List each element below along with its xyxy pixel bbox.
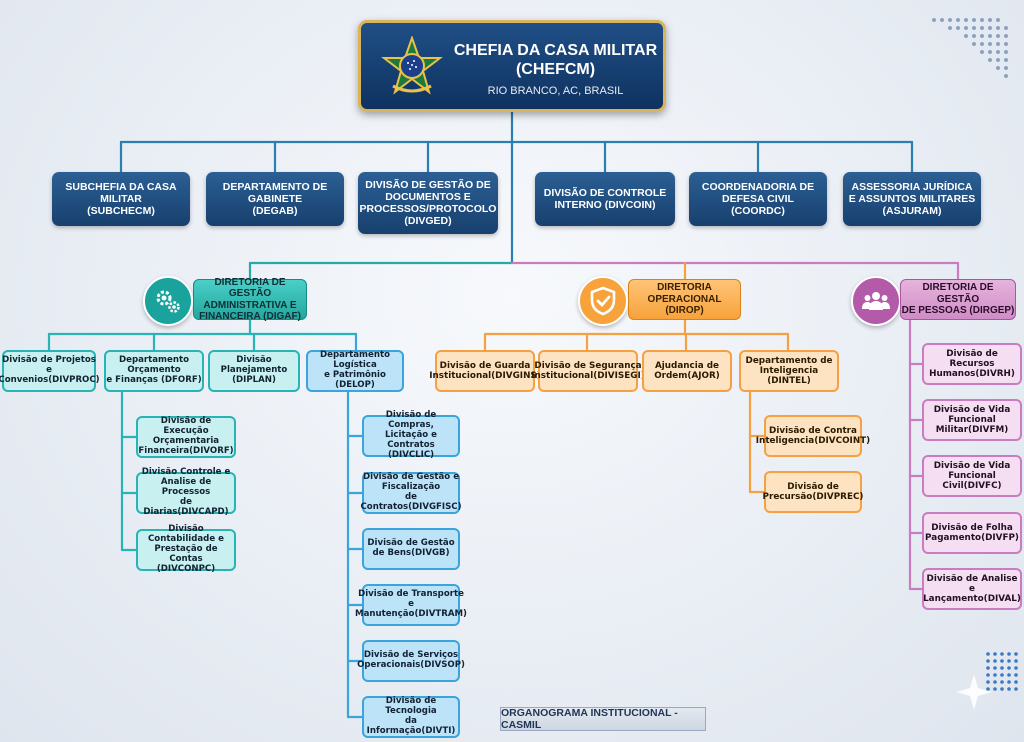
people-group-icon (851, 276, 901, 326)
box-diplan[interactable]: Divisão Planejamento (DIPLAN) (208, 350, 300, 392)
box-delop[interactable]: Departamento Logística e Patrimônio (DEL… (306, 350, 404, 392)
chefia-box[interactable]: CHEFIA DA CASA MILITAR (CHEFCM) RIO BRAN… (358, 20, 666, 112)
box-dirgep[interactable]: DIRETORIA DE GESTÃO DE PESSOAS (DIRGEP) (900, 279, 1016, 320)
box-divgins[interactable]: Divisão de Guarda Institucional(DIVGINS) (429, 350, 541, 392)
box-dforf[interactable]: Departamento Orçamento e Finanças (DFORF… (104, 350, 204, 392)
box-asjuram[interactable]: ASSESSORIA JURÍDICA E ASSUNTOS MILITARES… (843, 172, 981, 226)
box-divclic[interactable]: Divisão de Compras, Licitação e Contrato… (362, 410, 460, 460)
decorative-dots (932, 18, 1008, 78)
box-divconpc[interactable]: Divisão Contabilidade e Prestação de Con… (136, 524, 236, 574)
box-divrh[interactable]: Divisão de Recursos Humanos(DIVRH) (922, 343, 1022, 385)
box-divfp[interactable]: Divisão de Folha Pagamento(DIVFP) (922, 512, 1022, 554)
box-divtram[interactable]: Divisão de Transporte e Manutenção(DIVTR… (355, 584, 467, 626)
box-divti[interactable]: Divisão de Tecnologia da Informação(DIVT… (362, 696, 460, 738)
box-divcapd[interactable]: Divisão Controle e Analise de Processos … (136, 467, 236, 517)
box-divged[interactable]: DIVISÃO DE GESTÃO DE DOCUMENTOS E PROCES… (358, 172, 498, 234)
box-degab[interactable]: DEPARTAMENTO DE GABINETE (DEGAB) (206, 172, 344, 226)
box-divcoin[interactable]: DIVISÃO DE CONTROLE INTERNO (DIVCOIN) (535, 172, 675, 226)
brazil-coat-of-arms-icon (381, 36, 443, 95)
box-dival[interactable]: Divisão de Analise e Lançamento(DIVAL) (922, 568, 1022, 610)
gears-icon (143, 276, 193, 326)
box-divproc[interactable]: Divisão de Projetos e Convenios(DIVPROC) (0, 350, 100, 392)
box-divgfisc[interactable]: Divisão de Gestão e Fiscalização de Cont… (360, 472, 462, 514)
box-divgb[interactable]: Divisão de Gestão de Bens(DIVGB) (362, 528, 460, 570)
box-subchecm[interactable]: SUBCHEFIA DA CASA MILITAR (SUBCHECM) (52, 172, 190, 226)
box-dintel[interactable]: Departamento de Inteligencia (DINTEL) (739, 350, 839, 392)
box-divsop[interactable]: Divisão de Serviços Operacionais(DIVSOP) (357, 640, 465, 682)
shield-check-icon (578, 276, 628, 326)
sparkle-icon (956, 674, 992, 710)
box-divisegi[interactable]: Divisão de Segurança Institucional(DIVIS… (531, 350, 645, 392)
box-digaf[interactable]: DIRETORIA DE GESTÃO ADMINISTRATIVA E FIN… (193, 277, 307, 322)
decorative-dots (986, 652, 1018, 691)
box-divcoint[interactable]: Divisão de Contra Inteligencia(DIVCOINT) (756, 415, 870, 457)
box-dirop[interactable]: DIRETORIA OPERACIONAL (DIROP) (628, 279, 741, 320)
box-divfm[interactable]: Divisão de Vida Funcional Militar(DIVFM) (922, 399, 1022, 441)
box-ajor[interactable]: Ajudancia de Ordem(AJOR) (642, 350, 732, 392)
box-divorf[interactable]: Divisão de Execução Orçamentaria Finance… (136, 416, 236, 458)
chefia-title: CHEFIA DA CASA MILITAR (CHEFCM) (453, 42, 658, 79)
box-divfc[interactable]: Divisão de Vida Funcional Civil(DIVFC) (922, 455, 1022, 497)
box-coordc[interactable]: COORDENADORIA DE DEFESA CIVIL (COORDC) (689, 172, 827, 226)
chefia-location: RIO BRANCO, AC, BRASIL (487, 85, 624, 97)
box-divprec[interactable]: Divisão de Precursão(DIVPREC) (763, 471, 863, 513)
footer-banner: ORGANOGRAMA INSTITUCIONAL - CASMIL (500, 707, 706, 731)
